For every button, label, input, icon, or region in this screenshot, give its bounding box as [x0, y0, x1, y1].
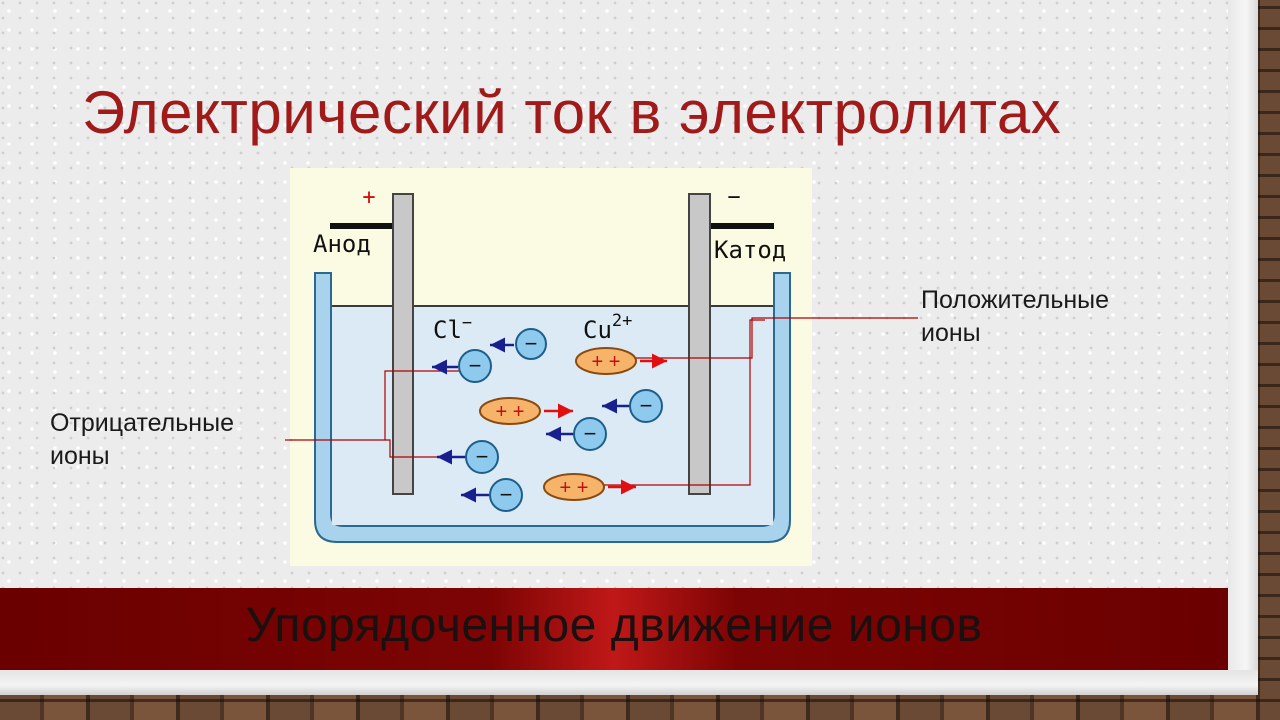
positive-ion-label: Cu2+	[583, 311, 632, 344]
svg-text:+ +: + +	[560, 477, 589, 499]
svg-text:+ +: + +	[496, 401, 525, 423]
cathode-label: Катод	[714, 236, 786, 264]
positive-ions: + + + + + +	[479, 347, 667, 501]
slide: Электрический ток в электролитах	[0, 0, 1228, 670]
caption-banner: Упорядоченное движение ионов	[0, 588, 1228, 670]
callout-negative-ions: Отрицательные ионы	[50, 409, 234, 470]
negative-ion: −	[490, 328, 547, 360]
electrolysis-diagram: + Анод − Катод Cl− Cu2+	[290, 168, 812, 566]
cathode: − Катод	[688, 185, 786, 495]
slide-title: Электрический ток в электролитах	[82, 79, 1062, 146]
callout-line-negative	[290, 370, 468, 441]
slide-frame-bottom	[0, 670, 1258, 695]
anode-plate	[392, 193, 414, 495]
svg-text:−: −	[640, 393, 653, 418]
anode-label: Анод	[313, 230, 371, 258]
svg-text:−: −	[525, 331, 538, 356]
svg-text:−: −	[476, 444, 489, 469]
callout-line-positive-2	[590, 319, 765, 486]
anode: + Анод	[313, 185, 414, 495]
callout-line-positive	[635, 317, 775, 359]
negative-ion: −	[432, 349, 492, 383]
electrolysis-svg: + Анод − Катод Cl− Cu2+	[290, 185, 791, 543]
slide-frame-right	[1228, 0, 1258, 695]
callout-positive-ions: Положительные ионы	[921, 286, 1110, 347]
negative-ion: −	[437, 440, 499, 474]
negative-ion-label: Cl−	[433, 313, 472, 344]
anode-sign: +	[362, 185, 375, 210]
vessel	[314, 272, 791, 543]
negative-ions: − − − −	[432, 328, 663, 512]
positive-ion: + +	[479, 397, 573, 425]
svg-text:−: −	[500, 482, 513, 507]
negative-ion: −	[602, 389, 663, 423]
caption-text: Упорядоченное движение ионов	[245, 599, 983, 652]
negative-ion: −	[461, 478, 523, 512]
svg-text:−: −	[469, 353, 482, 378]
cathode-plate	[688, 193, 711, 495]
negative-ion: −	[546, 417, 607, 451]
cathode-sign: −	[727, 185, 740, 210]
svg-text:+ +: + +	[592, 351, 621, 373]
svg-text:−: −	[584, 421, 597, 446]
positive-ion: + +	[543, 473, 636, 501]
positive-ion: + +	[575, 347, 667, 375]
